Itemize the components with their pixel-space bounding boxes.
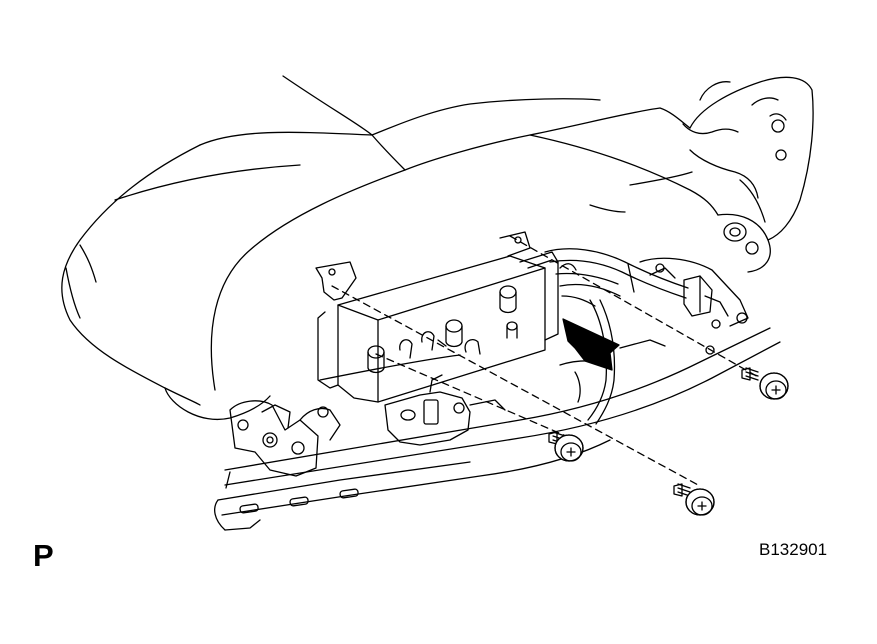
screw-icon: [742, 368, 788, 399]
wire-harness: [545, 249, 712, 424]
screw-icon: [549, 432, 583, 461]
figure-code-label: B132901: [759, 540, 828, 559]
seat-cushion: [62, 76, 813, 419]
view-letter-label: P: [33, 538, 54, 573]
screw-icon: [674, 484, 714, 515]
module-stud: [500, 286, 516, 313]
module-stud: [446, 320, 462, 347]
module-stud: [507, 322, 517, 338]
assembly-guide-lines: [332, 236, 760, 486]
direction-arrow: [563, 319, 619, 370]
module-stud: [368, 346, 384, 373]
control-module: [316, 232, 558, 402]
